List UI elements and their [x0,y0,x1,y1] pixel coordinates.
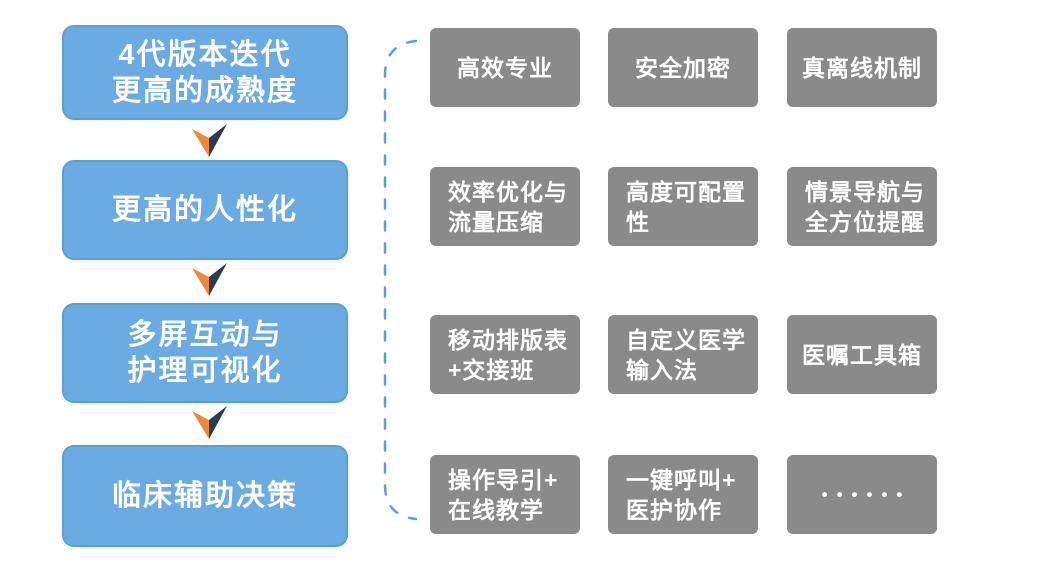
flow-step-4: 临床辅助决策 [62,445,348,547]
ellipsis-dots: •••••• [821,484,912,504]
feature-box-r4c1: 操作导引+ 在线教学 [430,455,580,534]
feature-box-r3c3: 医嘱工具箱 [787,315,937,394]
feature-label: 操作导引+ [448,466,559,493]
flow-step-2: 更高的人性化 [62,160,348,260]
feature-box-r1c2: 安全加密 [608,28,758,107]
feature-box-r2c1: 效率优化与 流量压缩 [430,167,580,246]
flow-step-3: 多屏互动与 护理可视化 [62,303,348,403]
feature-box-r3c1: 移动排版表 +交接班 [430,315,580,394]
feature-box-r1c3: 真离线机制 [787,28,937,107]
flow-step-1-line-2: 更高的成熟度 [111,74,298,107]
feature-box-r4c3-ellipsis: •••••• [787,455,937,534]
feature-label: 真离线机制 [802,54,922,81]
dashed-bracket [383,39,418,521]
feature-label: 性 [626,208,650,235]
flow-arrow-down-icon [192,406,227,439]
feature-label: 安全加密 [635,54,731,81]
feature-label: 流量压缩 [448,208,544,235]
feature-box-r2c2: 高度可配置 性 [608,167,758,246]
feature-box-r3c2: 自定义医学 输入法 [608,315,758,394]
feature-label: 高效专业 [457,54,553,81]
feature-label: 全方位提醒 [805,208,925,235]
feature-label: 医嘱工具箱 [802,341,922,368]
feature-label: 效率优化与 [448,178,568,205]
feature-label: 一键呼叫+ [626,466,737,493]
feature-box-r1c1: 高效专业 [430,28,580,107]
flow-step-2-line-1: 更高的人性化 [111,194,298,226]
flow-step-3-line-2: 护理可视化 [127,355,283,387]
flow-step-3-line-1: 多屏互动与 [127,319,283,351]
flow-arrow-down-icon [192,263,227,296]
flow-arrow-down-icon [192,124,227,157]
feature-box-r4c2: 一键呼叫+ 医护协作 [608,455,758,534]
feature-box-r2c3: 情景导航与 全方位提醒 [787,167,937,246]
feature-label: 情景导航与 [805,178,925,205]
feature-label: 输入法 [626,356,698,383]
feature-label: 移动排版表 [448,326,568,353]
feature-label: +交接班 [448,356,535,383]
feature-label: 高度可配置 [626,178,746,205]
feature-label: 医护协作 [626,496,722,523]
feature-label: 自定义医学 [626,326,746,353]
flow-step-4-line-1: 临床辅助决策 [111,480,298,512]
flow-step-1: 4代版本迭代 更高的成熟度 [62,25,348,120]
feature-label: 在线教学 [448,496,544,523]
flow-step-1-line-1: 4代版本迭代 [118,38,292,71]
